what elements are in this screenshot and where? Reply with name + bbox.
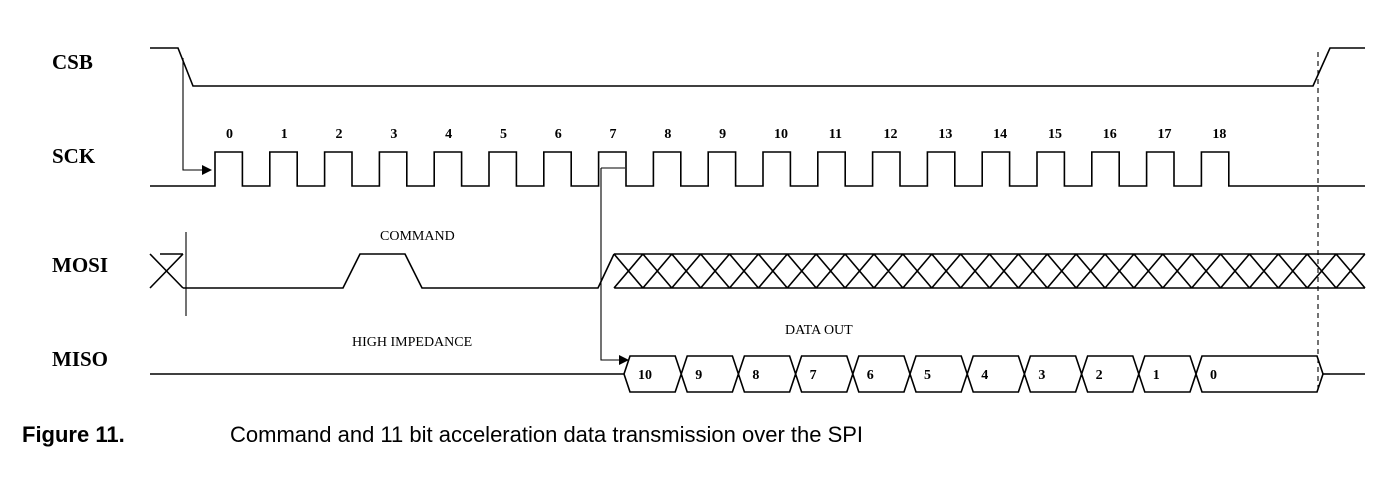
clock-number-5: 5 xyxy=(500,127,507,142)
miso-bit-10: 10 xyxy=(638,368,652,383)
mosi-waveform xyxy=(149,232,1366,316)
clock-number-15: 15 xyxy=(1048,127,1062,142)
data-out-annotation: DATA OUT xyxy=(785,323,853,338)
clock-number-9: 9 xyxy=(719,127,726,142)
miso-bit-0: 0 xyxy=(1210,368,1217,383)
clock-number-18: 18 xyxy=(1212,127,1226,142)
csb-waveform xyxy=(150,47,1365,87)
clock-number-13: 13 xyxy=(938,127,952,142)
clock-number-3: 3 xyxy=(390,127,397,142)
high-impedance-annotation: HIGH IMPEDANCE xyxy=(352,335,472,350)
csb-to-sck-arrow xyxy=(182,58,212,175)
clock-number-6: 6 xyxy=(555,127,562,142)
clock-number-0: 0 xyxy=(226,127,233,142)
clock-number-2: 2 xyxy=(336,127,343,142)
sck-waveform xyxy=(150,151,1365,187)
miso-bit-cells xyxy=(623,355,1324,393)
sck-label: SCK xyxy=(52,144,96,168)
figure-caption: Figure 11. Command and 11 bit acceleratio… xyxy=(22,422,1362,458)
caption-text: Command and 11 bit acceleration data tra… xyxy=(230,422,864,447)
miso-bit-8: 8 xyxy=(752,368,759,383)
clock-number-11: 11 xyxy=(829,127,842,142)
clock-number-17: 17 xyxy=(1158,127,1172,142)
clock-number-7: 7 xyxy=(610,127,617,142)
miso-label: MISO xyxy=(52,347,108,371)
clock-number-4: 4 xyxy=(445,127,452,142)
clock-number-12: 12 xyxy=(884,127,898,142)
miso-bit-3: 3 xyxy=(1038,368,1045,383)
miso-bit-5: 5 xyxy=(924,368,931,383)
clock-number-10: 10 xyxy=(774,127,788,142)
miso-bit-9: 9 xyxy=(695,368,702,383)
miso-bit-4: 4 xyxy=(981,368,988,383)
miso-bit-7: 7 xyxy=(810,368,817,383)
clock-number-8: 8 xyxy=(664,127,671,142)
miso-bit-2: 2 xyxy=(1096,368,1103,383)
mosi-data-segments xyxy=(613,253,1366,289)
clock-number-16: 16 xyxy=(1103,127,1117,142)
clock-number-1: 1 xyxy=(281,127,288,142)
mosi-label: MOSI xyxy=(52,253,108,277)
figure-number: Figure 11. xyxy=(22,422,125,447)
miso-bit-1: 1 xyxy=(1153,368,1160,383)
miso-bit-6: 6 xyxy=(867,368,874,383)
csb-label: CSB xyxy=(52,50,93,74)
clock-number-14: 14 xyxy=(993,127,1007,142)
sck-to-miso-arrow xyxy=(600,168,629,365)
command-annotation: COMMAND xyxy=(380,229,455,244)
